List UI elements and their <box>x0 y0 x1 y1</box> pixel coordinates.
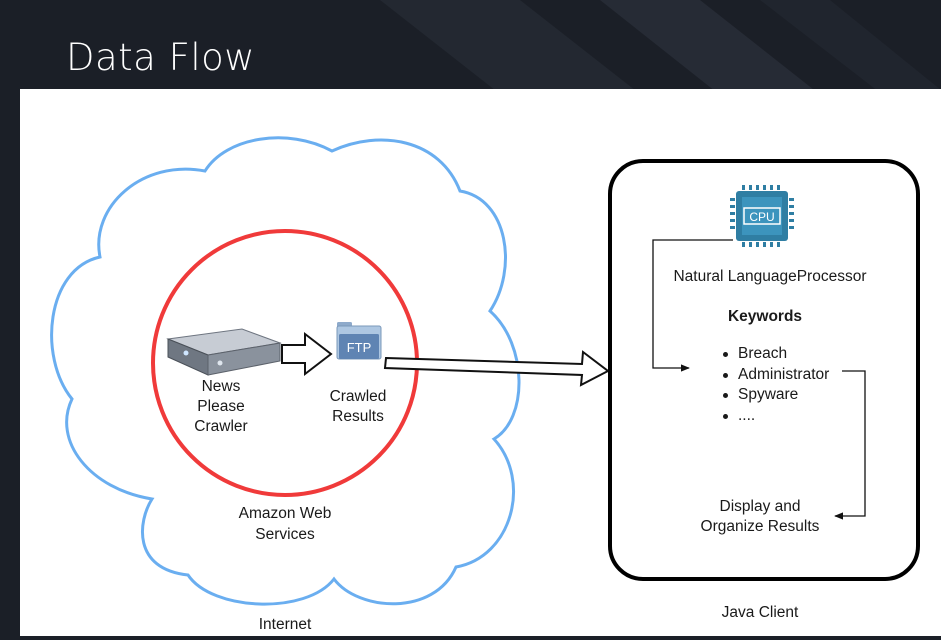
crawler-label-line: Crawler <box>194 418 248 435</box>
nlp-label: Natural LanguageProcessor <box>673 268 867 285</box>
arrow-cpu-to-keywords <box>652 239 733 372</box>
display-label: Display and Organize Results <box>680 497 840 537</box>
keywords-title: Keywords <box>727 308 803 325</box>
keyword-item: Spyware <box>720 385 829 406</box>
ftp-icon-label: FTP <box>347 340 372 355</box>
internet-label: Internet <box>258 616 312 633</box>
internet-cloud-shape <box>50 136 521 606</box>
aws-label: Amazon Web Services <box>210 503 360 545</box>
keyword-item: Administrator <box>720 365 829 386</box>
crawler-label-line: Please <box>197 398 245 415</box>
cpu-icon-label: CPU <box>749 210 774 224</box>
ftp-label-line: Results <box>332 408 384 425</box>
diagram-canvas: FTP CPU <box>50 136 920 606</box>
ftp-folder-icon: FTP <box>336 322 382 360</box>
display-label-line: Display and <box>719 498 801 515</box>
arrow-crawler-to-ftp <box>281 331 333 377</box>
crawler-label: News Please Crawler <box>186 377 256 437</box>
ftp-label: Crawled Results <box>318 387 398 427</box>
crawler-label-line: News <box>201 378 241 395</box>
diagram-panel: FTP CPU <box>20 89 941 636</box>
display-label-line: Organize Results <box>700 518 820 535</box>
slide-title: Data Flow <box>66 36 256 79</box>
arrow-ftp-to-client <box>383 350 610 387</box>
aws-label-text: Amazon Web Services <box>238 505 332 543</box>
cpu-icon: CPU <box>730 185 794 247</box>
keywords-list: Breach Administrator Spyware .... <box>720 344 829 426</box>
java-client-label: Java Client <box>721 604 799 621</box>
keyword-item: Breach <box>720 344 829 365</box>
keyword-item: .... <box>720 406 829 427</box>
server-icon <box>166 328 282 376</box>
java-client-box <box>608 159 920 581</box>
arrow-keywords-to-display <box>834 370 866 520</box>
ftp-label-line: Crawled <box>329 388 387 405</box>
